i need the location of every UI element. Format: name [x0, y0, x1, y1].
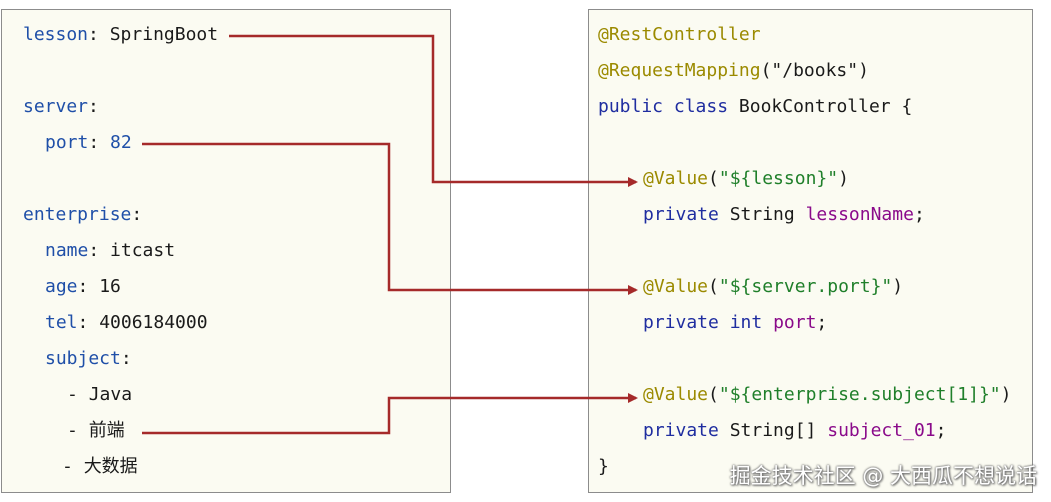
yaml-config-panel — [1, 9, 451, 493]
yaml-line-enterprise: enterprise: — [23, 204, 143, 225]
java-value-annotation-lesson: @Value("${lesson}") — [643, 168, 849, 189]
yaml-subject-item: - 前端 — [67, 420, 125, 441]
java-field-subject01: private String[] subject_01; — [643, 420, 947, 441]
yaml-line-subject: subject: — [45, 348, 132, 369]
yaml-key-enterprise: enterprise — [23, 204, 132, 225]
yaml-value-name: itcast — [110, 240, 176, 261]
java-value-annotation-subject: @Value("${enterprise.subject[1]}") — [643, 384, 1012, 405]
yaml-value-age: 16 — [99, 276, 121, 297]
yaml-line-name: name: itcast — [45, 240, 176, 261]
yaml-line-lesson: lesson: SpringBoot — [23, 24, 219, 45]
java-annotation-requestmapping: @RequestMapping("/books") — [598, 60, 869, 81]
yaml-line-age: age: 16 — [45, 276, 121, 297]
yaml-key-tel: tel — [45, 312, 78, 333]
yaml-line-port: port: 82 — [45, 132, 132, 153]
yaml-value-lesson: SpringBoot — [109, 24, 219, 45]
yaml-key-subject: subject — [45, 348, 121, 369]
yaml-value-port: 82 — [110, 132, 132, 153]
arrow-lesson-to-value — [229, 34, 638, 187]
yaml-key-port: port — [45, 132, 89, 153]
yaml-subject-item: - Java — [67, 384, 133, 405]
yaml-key-server: server — [23, 96, 89, 117]
yaml-line-server: server: — [23, 96, 99, 117]
arrow-subject-to-value — [142, 393, 638, 435]
java-code-panel — [588, 9, 1033, 493]
yaml-line-tel: tel: 4006184000 — [45, 312, 208, 333]
java-annotation-restcontroller: @RestController — [598, 24, 761, 45]
yaml-key-lesson: lesson — [23, 24, 89, 45]
watermark: 掘金技术社区 @ 大西瓜不想说话 — [729, 464, 1037, 488]
yaml-value-tel: 4006184000 — [99, 312, 208, 333]
yaml-subject-item: - 大数据 — [62, 456, 138, 477]
java-field-lessonname: private String lessonName; — [643, 204, 925, 225]
java-closing-brace: } — [598, 456, 609, 477]
arrow-port-to-value — [142, 142, 638, 295]
java-value-annotation-port: @Value("${server.port}") — [643, 276, 904, 297]
java-field-port: private int port; — [643, 312, 828, 333]
yaml-key-age: age — [45, 276, 78, 297]
java-class-declaration: public class BookController { — [598, 96, 913, 117]
yaml-key-name: name — [45, 240, 89, 261]
